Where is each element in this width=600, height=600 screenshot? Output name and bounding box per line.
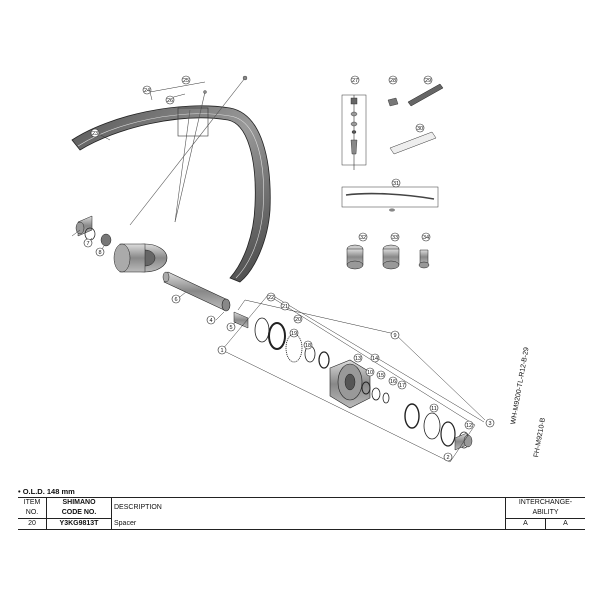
row-interchange-a2: A (545, 518, 585, 530)
callout-number: 14 (372, 356, 378, 362)
callout-number: 33 (392, 235, 398, 241)
parts-table: ITEM SHIMANO DESCRIPTION INTERCHANGE- NO… (18, 497, 585, 530)
callout-number: 24 (144, 88, 150, 94)
callout-number: 23 (92, 131, 98, 137)
callout-number: 32 (360, 235, 366, 241)
callout-number: 3 (488, 421, 491, 427)
spokes (129, 75, 248, 226)
callout-number: 21 (282, 304, 288, 310)
spoke-bracket (177, 107, 209, 137)
callout-22: 22 (266, 292, 276, 302)
callout-26: 26 (165, 95, 175, 105)
callout-number: 30 (417, 126, 423, 132)
callout-20: 20 (293, 314, 303, 324)
callout-14: 14 (370, 353, 380, 363)
callout-7: 7 (83, 238, 93, 248)
callout-9: 9 (390, 330, 400, 340)
callout-number: 27 (352, 78, 358, 84)
callout-number: 13 (355, 356, 361, 362)
callout-33: 33 (390, 232, 400, 242)
freehub-body (329, 359, 390, 409)
callout-number: 17 (399, 383, 405, 389)
callout-number: 15 (378, 373, 384, 379)
code-header-2: CODE NO. (46, 508, 112, 519)
callout-number: 20 (295, 317, 301, 323)
callout-12: 12 (464, 420, 474, 430)
callout-number: 31 (393, 181, 399, 187)
callout-number: 11 (431, 406, 437, 412)
callout-number: 16 (390, 379, 396, 385)
callout-number: 8 (98, 250, 101, 256)
rim (71, 105, 271, 283)
axle (162, 271, 249, 329)
callout-29: 29 (423, 75, 433, 85)
callout-2: 2 (443, 452, 453, 462)
callout-number: 9 (393, 333, 396, 339)
callout-13: 13 (353, 353, 363, 363)
description-header: DESCRIPTION (111, 497, 506, 519)
callout-16: 16 (388, 376, 398, 386)
callout-27: 27 (350, 75, 360, 85)
callout-19: 19 (289, 328, 299, 338)
freehub-rings (254, 317, 330, 369)
callout-34: 34 (421, 232, 431, 242)
accessory-parts (341, 83, 444, 212)
callout-3: 3 (485, 418, 495, 428)
interchange-header-2: ABILITY (505, 508, 585, 519)
row-code: Y3KG9813T (46, 518, 112, 530)
interchange-header-1: INTERCHANGE- (505, 497, 585, 508)
item-header-1: ITEM (18, 497, 47, 508)
callout-number: 7 (86, 241, 89, 247)
callout-number: 6 (174, 297, 177, 303)
code-header-1: SHIMANO (46, 497, 112, 508)
callout-10: 10 (365, 367, 375, 377)
callout-17: 17 (397, 380, 407, 390)
callout-number: 19 (291, 331, 297, 337)
callout-number: 2 (446, 455, 449, 461)
callout-number: 18 (305, 343, 311, 349)
callout-number: 29 (425, 78, 431, 84)
callout-1: 1 (217, 345, 227, 355)
callout-number: 12 (466, 423, 472, 429)
row-description: Spacer (111, 518, 506, 530)
callout-number: 10 (367, 370, 373, 376)
callout-number: 1 (220, 348, 223, 354)
callout-number: 22 (268, 295, 274, 301)
callout-5: 5 (226, 322, 236, 332)
old-note: • O.L.D. 148 mm (18, 487, 75, 496)
callout-number: 26 (167, 98, 173, 104)
callout-number: 4 (209, 318, 212, 324)
callout-30: 30 (415, 123, 425, 133)
callout-18: 18 (303, 340, 313, 350)
right-rings (404, 403, 470, 449)
row-item: 20 (18, 518, 47, 530)
row-interchange-a1: A (505, 518, 546, 530)
callout-24: 24 (142, 85, 152, 95)
callout-number: 28 (390, 78, 396, 84)
callout-11: 11 (429, 403, 439, 413)
callout-23: 23 (90, 128, 100, 138)
callout-28: 28 (388, 75, 398, 85)
callout-32: 32 (358, 232, 368, 242)
hub-body (75, 215, 168, 273)
cylinder-parts (346, 244, 430, 270)
callout-number: 25 (183, 78, 189, 84)
callout-8: 8 (95, 247, 105, 257)
callout-number: 5 (229, 325, 232, 331)
callout-6: 6 (171, 294, 181, 304)
callout-21: 21 (280, 301, 290, 311)
callout-4: 4 (206, 315, 216, 325)
callout-25: 25 (181, 75, 191, 85)
callout-number: 34 (423, 235, 429, 241)
callout-31: 31 (391, 178, 401, 188)
item-header-2: NO. (18, 508, 47, 519)
callout-15: 15 (376, 370, 386, 380)
end-cap (454, 432, 473, 451)
